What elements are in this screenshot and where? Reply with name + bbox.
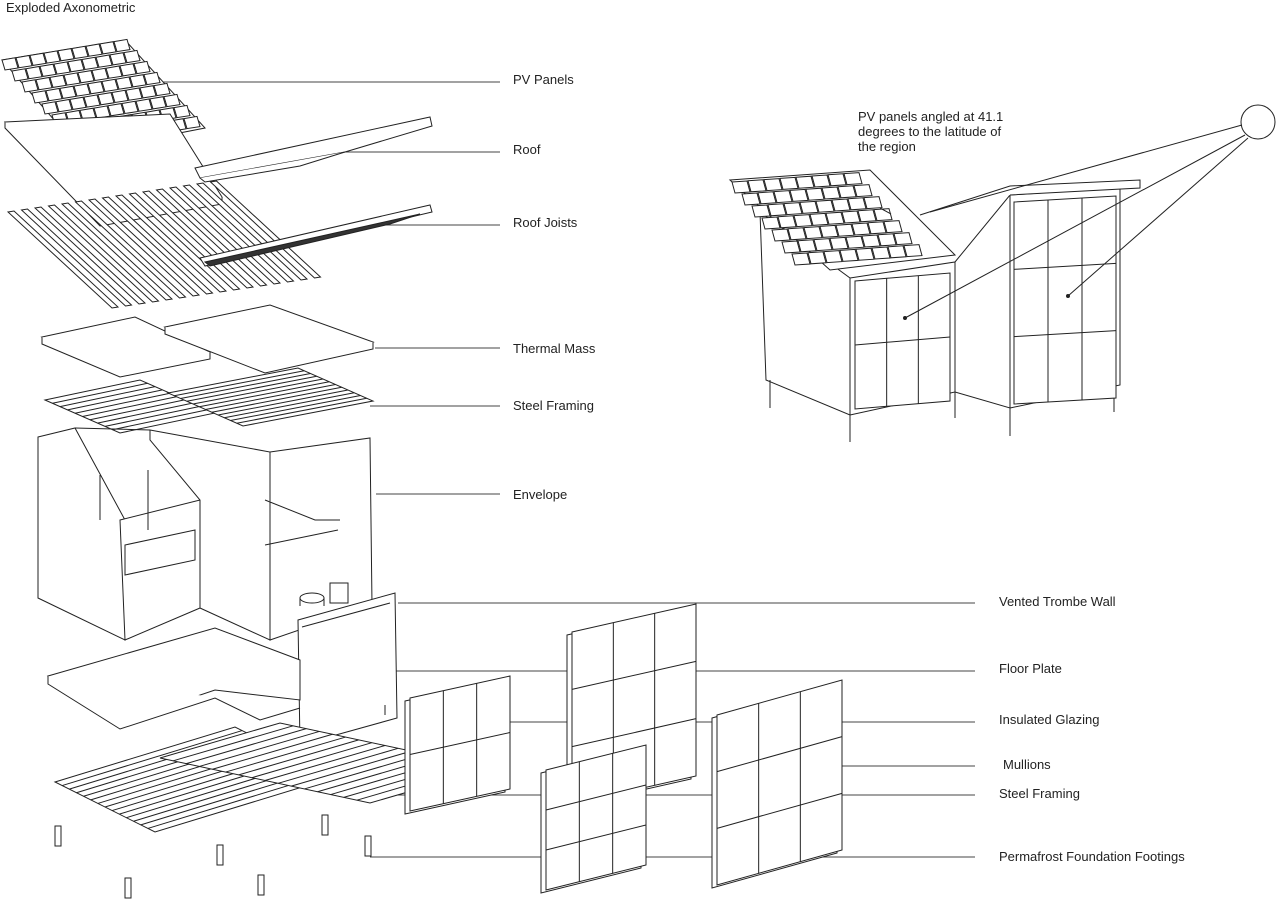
floor-plate-part — [46, 627, 301, 730]
permafrost-footings-part — [54, 814, 372, 899]
roof-joist-beam — [199, 204, 433, 267]
label-vented-trombe-wall: Vented Trombe Wall — [999, 594, 1116, 609]
perspective-building — [728, 169, 1141, 442]
label-roof: Roof — [513, 142, 541, 157]
vented-trombe-wall-part — [297, 592, 398, 746]
label-steel-framing-top: Steel Framing — [513, 398, 594, 413]
pv-angle-annotation: PV panels angled at 41.1 degrees to the … — [858, 109, 1028, 154]
annotation-line-3: the region — [858, 139, 916, 154]
label-roof-joists: Roof Joists — [513, 215, 578, 230]
envelope-part — [37, 427, 373, 641]
diagram-title: Exploded Axonometric — [6, 0, 136, 15]
label-thermal-mass: Thermal Mass — [513, 341, 596, 356]
sun-diagram — [879, 104, 1276, 320]
label-permafrost-footings: Permafrost Foundation Footings — [999, 849, 1185, 864]
annotation-line-1: PV panels angled at 41.1 — [858, 109, 1004, 124]
label-mullions: Mullions — [1003, 757, 1051, 772]
glazing-panels-part — [404, 603, 843, 894]
label-steel-framing-bottom: Steel Framing — [999, 786, 1080, 801]
thermal-mass-part — [40, 304, 375, 378]
label-pv-panels: PV Panels — [513, 72, 574, 87]
annotation-line-2: degrees to the latitude of — [858, 124, 1002, 139]
label-envelope: Envelope — [513, 487, 568, 502]
label-floor-plate: Floor Plate — [999, 661, 1062, 676]
label-insulated-glazing: Insulated Glazing — [999, 712, 1100, 727]
steel-framing-upper — [43, 367, 375, 434]
